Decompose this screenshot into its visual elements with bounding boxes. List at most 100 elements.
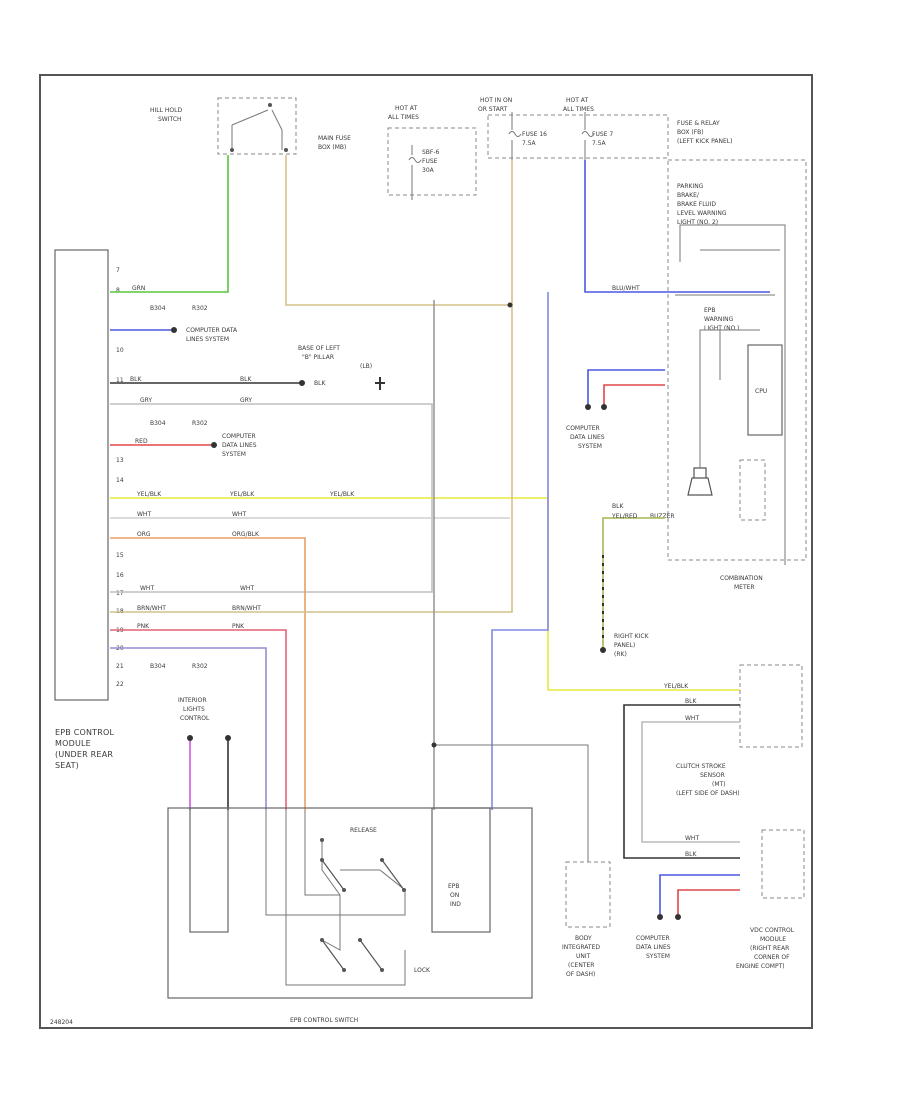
base-left-pillar-label: BASE OF LEFT "B" PILLAR (LB) xyxy=(298,345,372,370)
wire-blu-fuse7 xyxy=(584,160,770,293)
svg-text:22: 22 xyxy=(116,681,124,688)
svg-text:BLK: BLK xyxy=(612,503,624,510)
svg-text:15: 15 xyxy=(116,552,124,559)
cdl-system-1-label: COMPUTER DATA LINES SYSTEM xyxy=(222,433,259,458)
wire-red-vdc xyxy=(677,889,740,915)
svg-text:11: 11 xyxy=(116,377,124,384)
svg-text:YEL/BLK: YEL/BLK xyxy=(136,491,162,498)
buzzer-label: BUZZER xyxy=(650,513,675,520)
svg-text:8: 8 xyxy=(116,287,120,294)
svg-text:7: 7 xyxy=(116,267,120,274)
svg-text:R302: R302 xyxy=(192,663,208,670)
interior-lights-control-label: INTERIOR LIGHTS CONTROL xyxy=(178,697,210,722)
hot-in-on-label: HOT IN ON OR START xyxy=(478,97,514,113)
parking-brake-warning-label: PARKING BRAKE/ BRAKE FLUID LEVEL WARNING… xyxy=(677,183,728,226)
right-kick-panel-label: RIGHT KICK PANEL) (RK) xyxy=(614,633,650,658)
wire-brn-wht xyxy=(110,160,513,613)
svg-text:YEL/RED: YEL/RED xyxy=(611,513,638,520)
svg-text:ORG/BLK: ORG/BLK xyxy=(232,531,260,538)
svg-text:BLK: BLK xyxy=(685,698,697,705)
epb-control-switch-box xyxy=(167,807,533,999)
svg-text:14: 14 xyxy=(116,477,124,484)
cdl-system-2-label: COMPUTER DATA LINES SYSTEM xyxy=(566,425,607,450)
wire-red-cdl2 xyxy=(603,384,665,405)
hot-all-times-1-label: HOT AT ALL TIMES xyxy=(388,105,419,121)
lock-label: LOCK xyxy=(414,967,431,974)
svg-text:BLK: BLK xyxy=(130,376,142,383)
svg-text:B304: B304 xyxy=(150,663,166,670)
svg-text:WHT: WHT xyxy=(685,835,699,842)
hill-hold-switch-contact xyxy=(231,109,283,150)
fuse-relay-box-label: FUSE & RELAY BOX (FB) (LEFT KICK PANEL) xyxy=(677,120,732,145)
epb-warning-light-label: EPB WARNING LIGHT (NO.) xyxy=(704,307,739,332)
wire-org xyxy=(110,537,306,810)
body-integrated-unit-box xyxy=(565,861,611,928)
fuse-16-label: FUSE 16 7.5A xyxy=(522,131,549,147)
ltr-data-lines-label: COMPUTER DATA LINES SYSTEM xyxy=(186,327,239,343)
buzzer-icon xyxy=(687,467,713,496)
diagram-id: 248204 xyxy=(50,1019,73,1026)
svg-text:B304: B304 xyxy=(150,305,166,312)
svg-text:WHT: WHT xyxy=(137,511,151,518)
svg-text:YEL/BLK: YEL/BLK xyxy=(663,683,689,690)
svg-text:B304: B304 xyxy=(150,420,166,427)
wire-blk-clutch xyxy=(623,704,740,859)
hill-hold-switch-box xyxy=(217,97,297,155)
svg-text:BLK: BLK xyxy=(240,376,252,383)
svg-text:10: 10 xyxy=(116,347,124,354)
svg-text:WHT: WHT xyxy=(140,585,154,592)
combination-meter-outline xyxy=(667,159,807,561)
epb-on-ind-box xyxy=(431,807,491,933)
combination-meter-label: COMBINATION METER xyxy=(720,575,765,591)
wire-blu-cdl2 xyxy=(587,369,665,405)
hot-all-times-2-label: HOT AT ALL TIMES xyxy=(563,97,594,113)
svg-text:BLK: BLK xyxy=(685,851,697,858)
epb-switch-contacts xyxy=(265,810,406,986)
svg-text:RED: RED xyxy=(135,438,148,445)
main-fuse-box-outline xyxy=(387,127,477,196)
svg-text:ORG: ORG xyxy=(137,531,151,538)
wire-yel-red xyxy=(602,517,665,648)
epb-control-switch-label: EPB CONTROL SWITCH xyxy=(290,1017,358,1024)
svg-text:BRN/WHT: BRN/WHT xyxy=(232,605,261,612)
wire-wht-clutch xyxy=(641,721,740,843)
svg-text:BLK: BLK xyxy=(314,380,326,387)
sbf-fuse-label: SBF-6 FUSE 30A xyxy=(422,149,441,174)
wire-label-grn: GRN xyxy=(132,285,145,292)
wire-grn xyxy=(110,155,229,293)
svg-text:21: 21 xyxy=(116,663,124,670)
hill-hold-switch-label: HILL HOLD SWITCH xyxy=(150,107,184,123)
svg-text:13: 13 xyxy=(116,457,124,464)
wire-blu-vdc xyxy=(659,874,740,915)
cdl-system-4-label: COMPUTER DATA LINES SYSTEM xyxy=(636,935,673,960)
clutch-stroke-sensor-box xyxy=(739,664,803,748)
svg-text:PNK: PNK xyxy=(232,623,245,630)
wire-wht-biu xyxy=(434,744,589,862)
svg-text:YEL/BLK: YEL/BLK xyxy=(329,491,355,498)
svg-text:WHT: WHT xyxy=(240,585,254,592)
fuse-7-label: FUSE 7 7.5A xyxy=(592,131,615,147)
vdc-control-module-box xyxy=(761,829,805,899)
svg-text:GRY: GRY xyxy=(240,397,252,404)
body-integrated-unit-label: BODY INTEGRATED UNIT (CENTER OF DASH) xyxy=(562,935,602,978)
svg-text:BLU/WHT: BLU/WHT xyxy=(612,285,640,292)
svg-text:16: 16 xyxy=(116,572,124,579)
epb-control-module-label: EPB CONTROL MODULE (UNDER REAR SEAT) xyxy=(55,728,117,770)
svg-text:17: 17 xyxy=(116,590,124,597)
wire-pnk-blu xyxy=(110,647,267,810)
release-label: RELEASE xyxy=(350,827,377,834)
main-fuse-box-label: MAIN FUSE BOX (MB) xyxy=(318,135,353,151)
wire-tan-hill-hold xyxy=(285,155,510,306)
cpu-label: CPU xyxy=(755,388,767,395)
wire-yel-blk xyxy=(110,497,740,691)
svg-text:WHT: WHT xyxy=(232,511,246,518)
cpu-box xyxy=(747,344,783,436)
svg-text:WHT: WHT xyxy=(685,715,699,722)
svg-text:PNK: PNK xyxy=(137,623,150,630)
svg-text:R302: R302 xyxy=(192,305,208,312)
diagram-frame xyxy=(39,74,813,1029)
wire-blu-switch xyxy=(491,292,549,810)
interior-light-element xyxy=(189,807,229,933)
epb-control-module-box xyxy=(54,249,109,701)
